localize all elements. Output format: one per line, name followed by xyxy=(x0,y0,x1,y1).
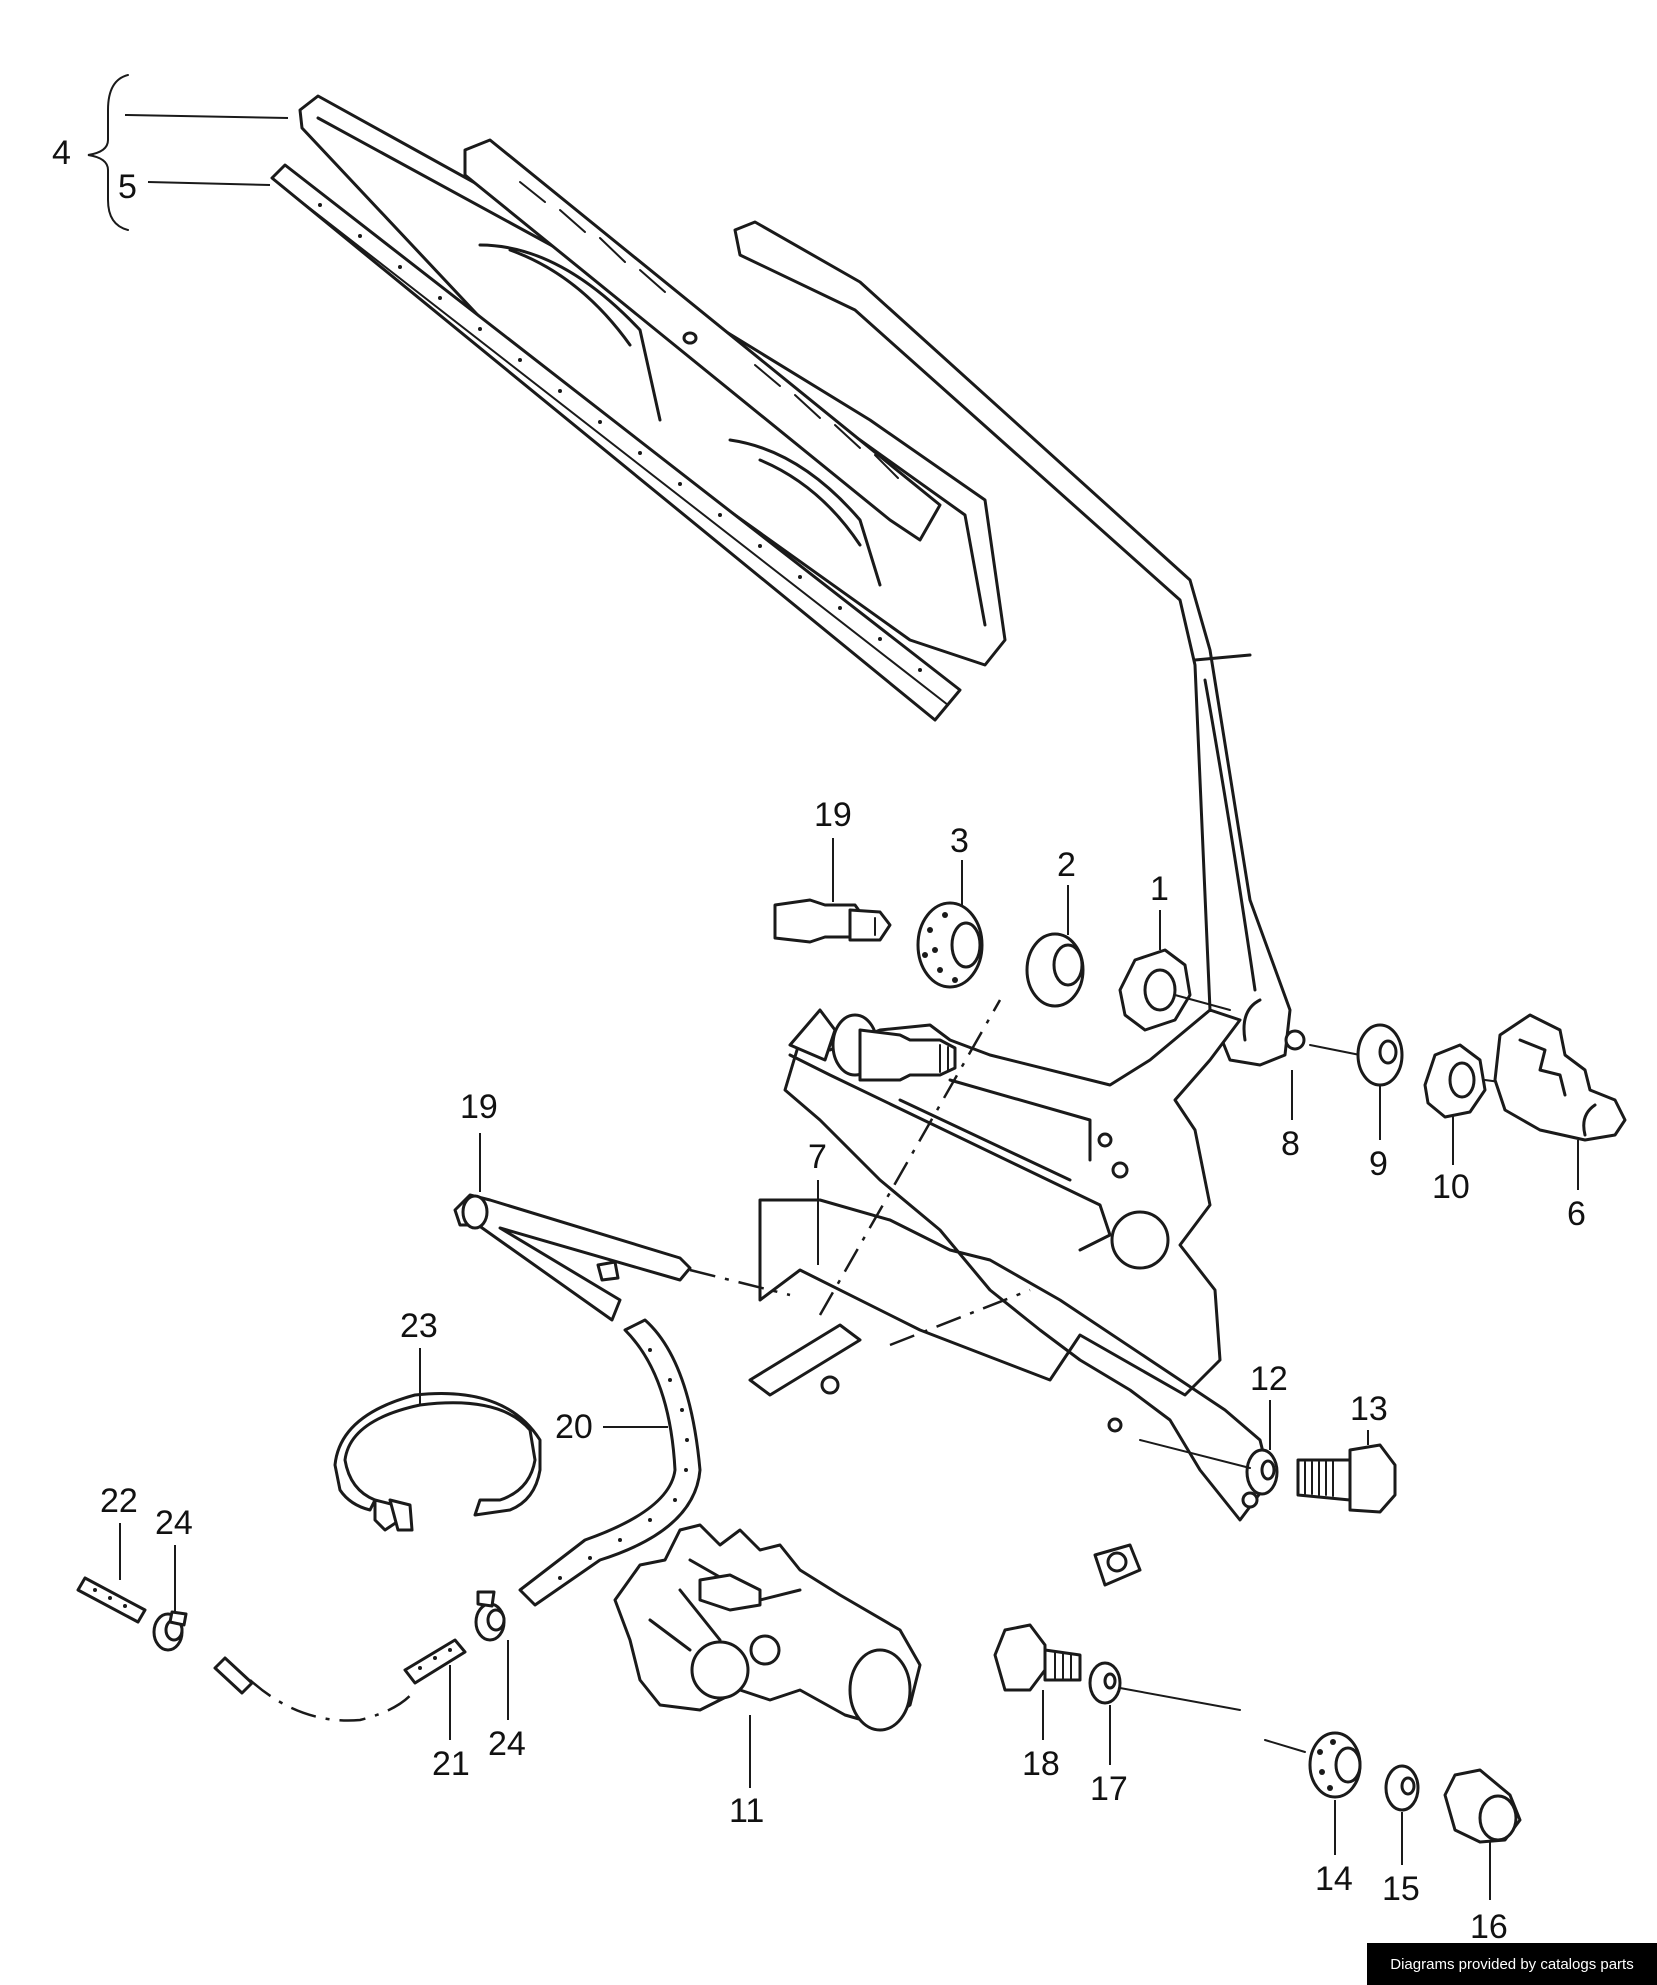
callout-10: 10 xyxy=(1432,1168,1470,1206)
callout-19-lower: 19 xyxy=(460,1088,498,1126)
callout-13: 13 xyxy=(1350,1390,1388,1428)
clamp-23 xyxy=(333,1391,542,1532)
bushing-2 xyxy=(1025,932,1085,1008)
hose-clip-24-left xyxy=(152,1610,188,1652)
callout-24-left: 24 xyxy=(155,1504,193,1542)
callout-16: 16 xyxy=(1470,1908,1508,1946)
axis-line-arm-2 xyxy=(1309,1044,1361,1056)
callout-11: 11 xyxy=(729,1792,764,1830)
nut-10 xyxy=(1423,1043,1487,1119)
spindle-pin-19-lower xyxy=(453,1193,692,1322)
callout-22: 22 xyxy=(100,1482,138,1520)
cap-nut-16 xyxy=(1443,1768,1522,1844)
brace-4-5 xyxy=(87,74,129,231)
cap-6 xyxy=(1493,1013,1627,1142)
wiper-blade xyxy=(298,94,1007,667)
callout-1: 1 xyxy=(1150,870,1169,908)
linkage-frame xyxy=(748,1008,1272,1587)
leader-lines xyxy=(119,838,1579,1900)
callout-2: 2 xyxy=(1057,846,1076,884)
callout-7: 7 xyxy=(808,1138,827,1176)
callout-5: 5 xyxy=(118,168,137,206)
callout-4: 4 xyxy=(52,134,71,172)
bolt-13 xyxy=(1296,1443,1397,1514)
hose-segment-left xyxy=(213,1656,254,1695)
wiper-rubber-insert xyxy=(270,163,962,722)
callout-3: 3 xyxy=(950,822,969,860)
axis-line-17 xyxy=(1119,1687,1241,1711)
spindle-7 xyxy=(788,1008,957,1082)
callout-23: 23 xyxy=(400,1307,438,1345)
callout-19-upper: 19 xyxy=(814,796,852,834)
motor-11 xyxy=(613,1523,922,1732)
credit-banner: Diagrams provided by catalogs parts xyxy=(1367,1943,1657,1985)
axis-line-12 xyxy=(1139,1439,1251,1469)
callout-15: 15 xyxy=(1382,1870,1420,1908)
leader-4 xyxy=(124,114,289,119)
grommet-14 xyxy=(1308,1731,1362,1799)
callout-14: 14 xyxy=(1315,1860,1353,1898)
axis-dash-frame xyxy=(818,999,1002,1316)
callout-9: 9 xyxy=(1369,1145,1388,1183)
callout-8: 8 xyxy=(1281,1125,1300,1163)
axis-line-arm xyxy=(1174,994,1231,1011)
bolt-18 xyxy=(993,1623,1082,1692)
spindle-pin-19-upper xyxy=(773,898,892,944)
axis-line-14 xyxy=(1264,1739,1306,1753)
callout-6: 6 xyxy=(1567,1195,1586,1233)
leader-5 xyxy=(147,181,271,186)
hose-piece-22 xyxy=(76,1576,147,1624)
hose-piece-21 xyxy=(403,1638,467,1685)
washer-15 xyxy=(1384,1764,1420,1812)
callout-21: 21 xyxy=(432,1745,470,1783)
hose-line-dashed xyxy=(249,1679,416,1722)
callout-12: 12 xyxy=(1250,1360,1288,1398)
callout-17: 17 xyxy=(1090,1770,1128,1808)
callout-20: 20 xyxy=(555,1408,593,1446)
hose-clip-24-right xyxy=(474,1590,506,1642)
grommet-3 xyxy=(916,901,984,989)
axis-dash-19 xyxy=(689,1268,791,1297)
washer-17 xyxy=(1088,1661,1122,1705)
callout-labels: 4 5 19 3 2 1 8 9 10 6 7 19 23 20 12 13 2… xyxy=(52,134,1586,1946)
callout-18: 18 xyxy=(1022,1745,1060,1783)
callout-24-right: 24 xyxy=(488,1725,526,1763)
washer-12 xyxy=(1245,1448,1279,1496)
nut-1 xyxy=(1118,948,1192,1032)
wiper-arm xyxy=(733,220,1306,1067)
washer-hose-20 xyxy=(518,1318,702,1607)
washer-9 xyxy=(1356,1023,1404,1087)
axis-dash-frame-2 xyxy=(889,1288,1031,1347)
